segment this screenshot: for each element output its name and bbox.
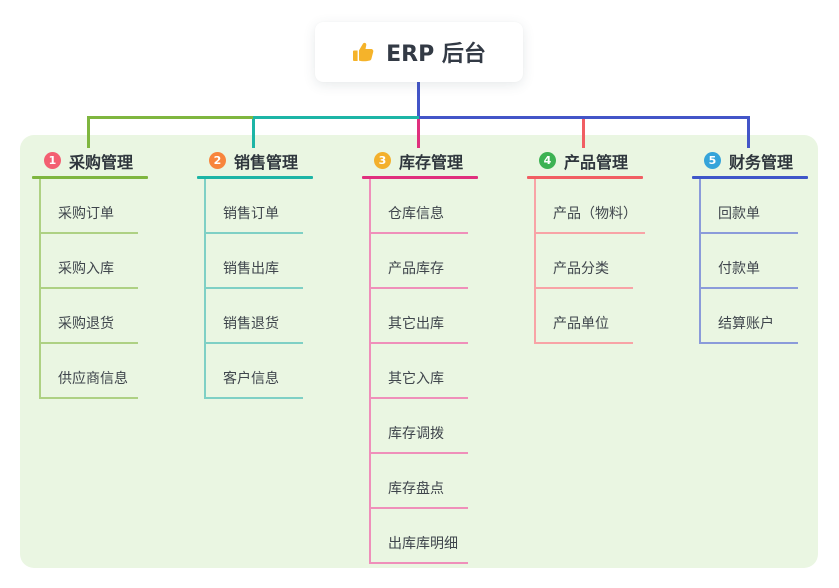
child-node-label[interactable]: 产品（物料） (553, 206, 637, 222)
child-node[interactable]: 出库库明细 (371, 509, 468, 564)
child-node[interactable]: 库存盘点 (371, 454, 468, 509)
connector-bus-mid (253, 116, 419, 119)
child-node[interactable]: 付款单 (701, 234, 798, 289)
child-node-label[interactable]: 采购退货 (58, 316, 114, 332)
child-node-label[interactable]: 其它出库 (388, 316, 444, 332)
branch-children: 采购订单 采购入库 采购退货 供应商信息 (39, 179, 188, 399)
branch-node[interactable]: 4 产品管理 (527, 148, 683, 173)
branch-label: 采购管理 (69, 152, 134, 172)
child-node[interactable]: 销售出库 (206, 234, 303, 289)
branch-node[interactable]: 5 财务管理 (692, 148, 839, 173)
branch-underline (362, 176, 478, 179)
branch-node[interactable]: 3 库存管理 (362, 148, 518, 173)
child-node[interactable]: 结算账户 (701, 289, 798, 344)
branch-inventory-management: 3 库存管理 仓库信息 产品库存 其它出库 其它入库 库存调拨 库存盘点 出库库… (362, 148, 518, 564)
connector-drop-1 (87, 118, 90, 148)
branch-underline (692, 176, 808, 179)
child-node-label[interactable]: 销售出库 (223, 261, 279, 277)
child-node-label[interactable]: 仓库信息 (388, 206, 444, 222)
child-node-label[interactable]: 供应商信息 (58, 371, 128, 387)
child-node[interactable]: 产品（物料） (536, 179, 645, 234)
branch-number-badge: 4 (539, 152, 556, 169)
branch-children: 销售订单 销售出库 销售退货 客户信息 (204, 179, 353, 399)
child-node-label[interactable]: 产品分类 (553, 261, 609, 277)
child-node[interactable]: 供应商信息 (41, 344, 138, 399)
child-node-label[interactable]: 付款单 (718, 261, 760, 277)
connector-bus-right (419, 116, 750, 119)
branch-number-badge: 1 (44, 152, 61, 169)
child-node-label[interactable]: 采购订单 (58, 206, 114, 222)
child-node[interactable]: 产品单位 (536, 289, 633, 344)
connector-drop-2 (252, 118, 255, 148)
child-node[interactable]: 采购退货 (41, 289, 138, 344)
branch-label: 库存管理 (399, 152, 464, 172)
child-node[interactable]: 其它出库 (371, 289, 468, 344)
child-node[interactable]: 产品分类 (536, 234, 633, 289)
child-node-label[interactable]: 库存盘点 (388, 481, 444, 497)
branch-children: 仓库信息 产品库存 其它出库 其它入库 库存调拨 库存盘点 出库库明细 (369, 179, 518, 564)
branch-label: 财务管理 (729, 152, 794, 172)
child-node-label[interactable]: 库存调拨 (388, 426, 444, 442)
branches-panel (20, 135, 818, 568)
branch-number-badge: 5 (704, 152, 721, 169)
connector-drop-4 (582, 118, 585, 148)
connector-bus-left (87, 116, 253, 119)
branch-number-badge: 2 (209, 152, 226, 169)
branch-label: 销售管理 (234, 152, 299, 172)
root-node[interactable]: ERP 后台 (315, 22, 523, 82)
child-node[interactable]: 销售订单 (206, 179, 303, 234)
connector-drop-3 (417, 118, 420, 148)
child-node-label[interactable]: 产品单位 (553, 316, 609, 332)
child-node[interactable]: 销售退货 (206, 289, 303, 344)
child-node[interactable]: 客户信息 (206, 344, 303, 399)
child-node[interactable]: 库存调拨 (371, 399, 468, 454)
child-node-label[interactable]: 采购入库 (58, 261, 114, 277)
child-node-label[interactable]: 其它入库 (388, 371, 444, 387)
thumbs-up-icon (352, 40, 376, 64)
branch-underline (527, 176, 643, 179)
child-node-label[interactable]: 销售订单 (223, 206, 279, 222)
child-node[interactable]: 采购订单 (41, 179, 138, 234)
child-node-label[interactable]: 产品库存 (388, 261, 444, 277)
branch-label: 产品管理 (564, 152, 629, 172)
connector-drop-5 (747, 118, 750, 148)
child-node[interactable]: 仓库信息 (371, 179, 468, 234)
child-node-label[interactable]: 客户信息 (223, 371, 279, 387)
branch-purchase-management: 1 采购管理 采购订单 采购入库 采购退货 供应商信息 (32, 148, 188, 399)
child-node[interactable]: 产品库存 (371, 234, 468, 289)
branch-sales-management: 2 销售管理 销售订单 销售出库 销售退货 客户信息 (197, 148, 353, 399)
child-node[interactable]: 回款单 (701, 179, 798, 234)
branch-underline (197, 176, 313, 179)
branch-finance-management: 5 财务管理 回款单 付款单 结算账户 (692, 148, 839, 344)
child-node-label[interactable]: 回款单 (718, 206, 760, 222)
child-node[interactable]: 其它入库 (371, 344, 468, 399)
child-node-label[interactable]: 销售退货 (223, 316, 279, 332)
branch-node[interactable]: 2 销售管理 (197, 148, 353, 173)
connector-root-stem (417, 82, 420, 119)
child-node[interactable]: 采购入库 (41, 234, 138, 289)
branch-node[interactable]: 1 采购管理 (32, 148, 188, 173)
branch-underline (32, 176, 148, 179)
branch-children: 回款单 付款单 结算账户 (699, 179, 839, 344)
branch-product-management: 4 产品管理 产品（物料） 产品分类 产品单位 (527, 148, 683, 344)
branch-children: 产品（物料） 产品分类 产品单位 (534, 179, 683, 344)
child-node-label[interactable]: 结算账户 (718, 316, 774, 332)
root-node-label: ERP 后台 (386, 42, 486, 67)
branch-number-badge: 3 (374, 152, 391, 169)
child-node-label[interactable]: 出库库明细 (388, 536, 458, 552)
